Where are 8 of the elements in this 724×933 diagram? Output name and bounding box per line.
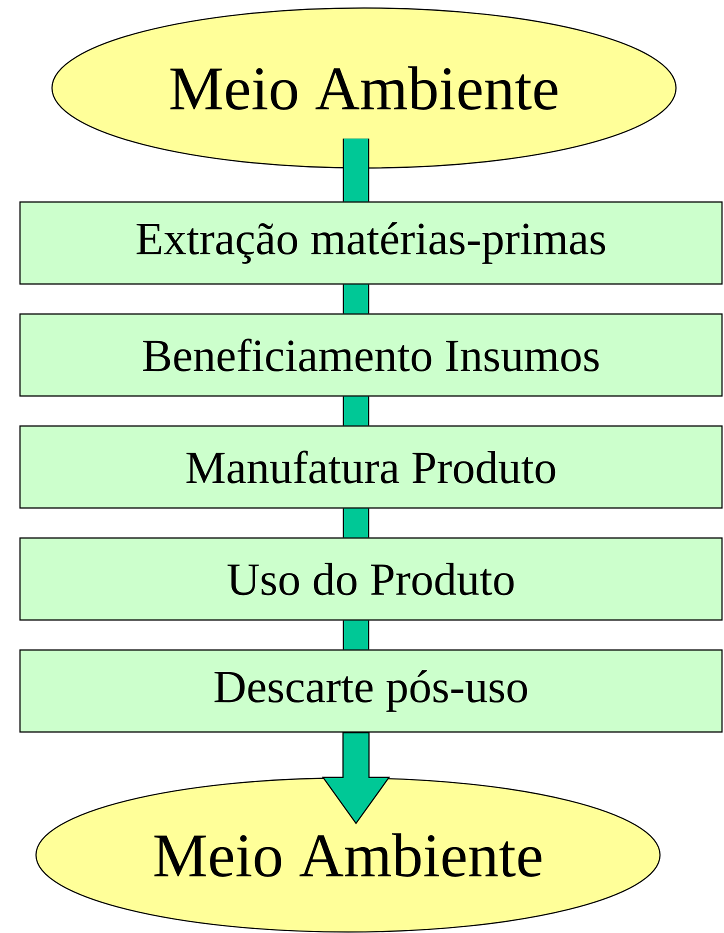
process-box: Descarte pós-uso <box>19 649 723 733</box>
process-box: Uso do Produto <box>19 537 723 621</box>
ellipse-node: Meio Ambiente <box>35 777 661 933</box>
process-box: Beneficiamento Insumos <box>19 313 723 397</box>
process-box: Manufatura Produto <box>19 425 723 509</box>
process-box: Extração matérias-primas <box>19 201 723 285</box>
arrow <box>322 732 390 824</box>
ellipse-node: Meio Ambiente <box>51 7 677 169</box>
